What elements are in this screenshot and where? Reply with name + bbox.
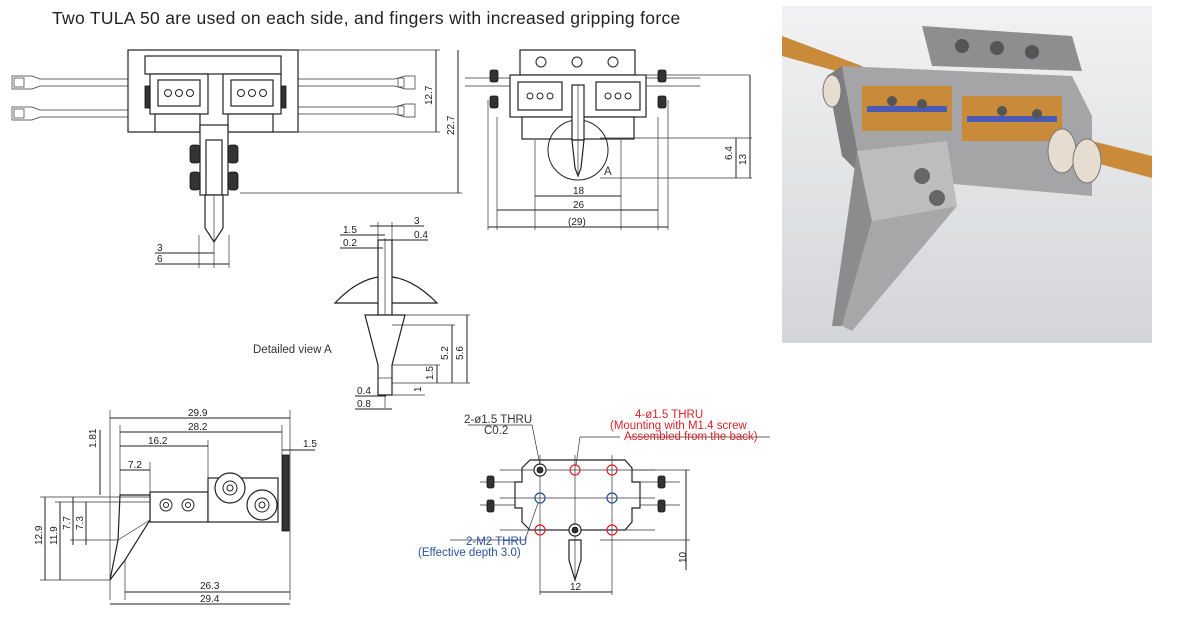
dim-12-7: 12.7 [424,85,435,105]
dim-22-7: 22.7 [446,115,457,135]
dim-bot-28-2: 28.2 [188,422,208,433]
side-view: A 6.4 13 18 26 (29) [465,49,752,230]
dim-bot-1-5: 1.5 [303,439,317,450]
dim-bot-11-9: 11.9 [49,526,60,545]
dim-13: 13 [738,153,749,165]
note-2-phi: 2-ø1.5 THRU [464,414,532,426]
dim-bot-7-3: 7.3 [75,516,86,530]
dim-det-5-6: 5.6 [455,346,466,360]
dim-bot-7-2: 7.2 [128,460,142,471]
dim-det-3: 3 [414,216,420,227]
dim-29: (29) [568,217,586,228]
technical-drawing: 12.7 22.7 3 6 A [11,49,770,605]
dim-6: 6 [157,254,163,265]
dim-det-5-2: 5.2 [440,346,451,360]
note-4-phi: 4-ø1.5 THRU [635,409,703,421]
bottom-side-view: 29.9 28.2 16.2 7.2 1.81 1.5 12.9 11.9 7.… [34,408,317,605]
detail-marker: A [604,166,612,178]
dim-18: 18 [573,186,585,197]
dim-plate-12: 12 [570,582,582,593]
dim-bot-29-9: 29.9 [188,408,208,419]
note-4-line2: (Mounting with M1.4 screw [610,420,747,432]
dim-det-0-2: 0.2 [343,238,357,249]
dim-det-0-4-top: 0.4 [414,230,428,241]
front-view: 12.7 22.7 3 6 [11,49,462,268]
note-c02: C0.2 [484,425,508,437]
dim-bot-1-81: 1.81 [88,428,99,448]
dim-bot-12-9: 12.9 [34,525,45,545]
dim-bot-29-4: 29.4 [200,594,220,605]
dim-6-4: 6.4 [724,146,735,160]
dim-bot-7-7: 7.7 [62,516,73,530]
dim-plate-10: 10 [678,551,689,563]
note-m2-depth: (Effective depth 3.0) [418,547,521,559]
dim-3: 3 [157,243,163,254]
dim-det-1-5: 1.5 [343,225,357,236]
detail-view-a: Detailed view A 1.5 0.2 3 0.4 5.2 5.6 1.… [253,216,470,410]
mounting-plate-view: 12 10 2-ø1.5 THRU C0.2 4-ø1.5 THRU (Moun… [418,409,770,595]
dim-bot-26-3: 26.3 [200,581,220,592]
dim-det-0-4: 0.4 [357,386,371,397]
detail-view-label: Detailed view A [253,344,332,356]
note-4-line3: Assembled from the back) [624,431,758,443]
dim-bot-16-2: 16.2 [148,436,168,447]
dim-det-1-5b: 1.5 [425,366,436,380]
dim-det-1: 1 [413,386,424,392]
figure-title: Two TULA 50 are used on each side, and f… [52,8,681,28]
gripper-render-image [782,6,1152,343]
dim-det-0-8: 0.8 [357,399,371,410]
note-m2: 2-M2 THRU [466,536,527,548]
dim-26: 26 [573,200,585,211]
